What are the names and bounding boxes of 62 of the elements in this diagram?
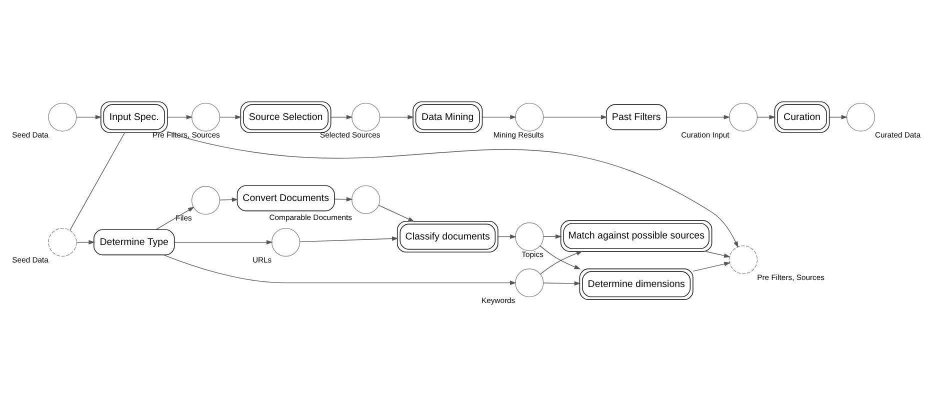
node-label: Curation Input (680, 130, 729, 139)
arrow (299, 236, 398, 242)
node-label: Curated Data (874, 130, 920, 139)
node-label: Seed Data (12, 254, 48, 264)
node-circle (514, 102, 544, 131)
node-circle (351, 102, 380, 131)
node-box: Classify documents (396, 220, 498, 252)
node-circle (48, 227, 76, 256)
node-box: Convert Documents (236, 184, 334, 211)
node-box: Match against possible sources (560, 220, 712, 252)
node-circle (728, 102, 758, 131)
node-box: Determine Type (93, 228, 174, 255)
arrow (334, 196, 352, 202)
arrow (76, 240, 94, 244)
arrow (166, 114, 192, 119)
arrow (692, 261, 730, 272)
arrow (539, 244, 580, 269)
arrow (166, 130, 738, 248)
arrow (666, 114, 730, 119)
node-circle (48, 102, 76, 131)
arrow (174, 240, 272, 244)
node-circle (270, 227, 300, 256)
node-box: Determine dimensions (578, 268, 693, 300)
arrow (828, 114, 848, 119)
arrow (330, 114, 352, 119)
node-label: Topics (521, 249, 543, 258)
arrow (482, 114, 516, 119)
node-circle (728, 244, 758, 274)
node-box: Input Spec. (100, 100, 168, 132)
node-circle (846, 102, 875, 131)
node-box: Curation (774, 100, 830, 132)
node-label: URLs (252, 254, 272, 264)
node-circle (190, 102, 220, 131)
arrow (542, 234, 562, 238)
node-label: Seed Data (12, 130, 48, 139)
node-label: Selected Sources (320, 130, 380, 139)
node-label: Comparable Documents (268, 212, 352, 222)
arrow (378, 204, 414, 222)
arrow (379, 114, 414, 119)
arrow (542, 114, 607, 119)
node-label: Mining Results (492, 130, 544, 139)
arrow (497, 234, 516, 238)
node-circle (514, 268, 544, 297)
node-box: Source Selection (240, 100, 331, 132)
node-circle (351, 184, 380, 214)
node-circle (514, 222, 544, 251)
arrow (162, 254, 516, 285)
arrow (756, 114, 776, 119)
connector (69, 132, 125, 230)
arrow (542, 280, 580, 286)
node-box: Past Filters (605, 104, 666, 130)
node-label: Files (175, 212, 192, 222)
arrow (704, 250, 730, 258)
node-box: Data Mining (412, 100, 482, 132)
node-label: Keywords (480, 295, 515, 304)
node-label: Pre Filters, Sources (756, 272, 824, 282)
arrow (540, 250, 582, 274)
arrow (155, 206, 194, 230)
arrow (218, 196, 238, 202)
arrow (218, 114, 242, 119)
arrow (76, 114, 102, 119)
node-circle (190, 186, 220, 214)
